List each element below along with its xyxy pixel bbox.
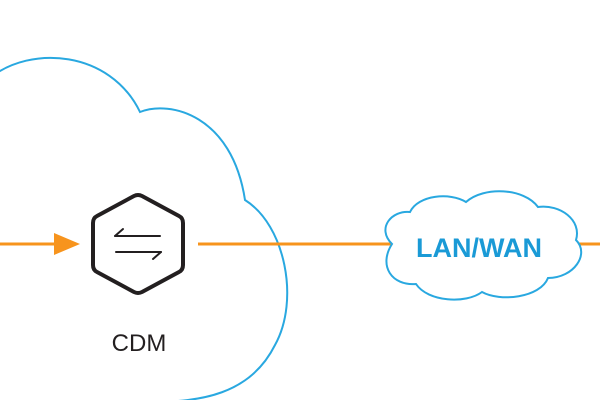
cdm-node [91, 193, 185, 295]
arrow-head [54, 233, 80, 255]
hexagon-outline [91, 193, 185, 295]
swap-arrows-icon [114, 228, 162, 260]
lan-wan-label: LAN/WAN [416, 233, 542, 263]
large-cloud [0, 56, 289, 400]
lan-wan-cloud [384, 190, 583, 301]
cdm-label: CDM [112, 330, 167, 357]
